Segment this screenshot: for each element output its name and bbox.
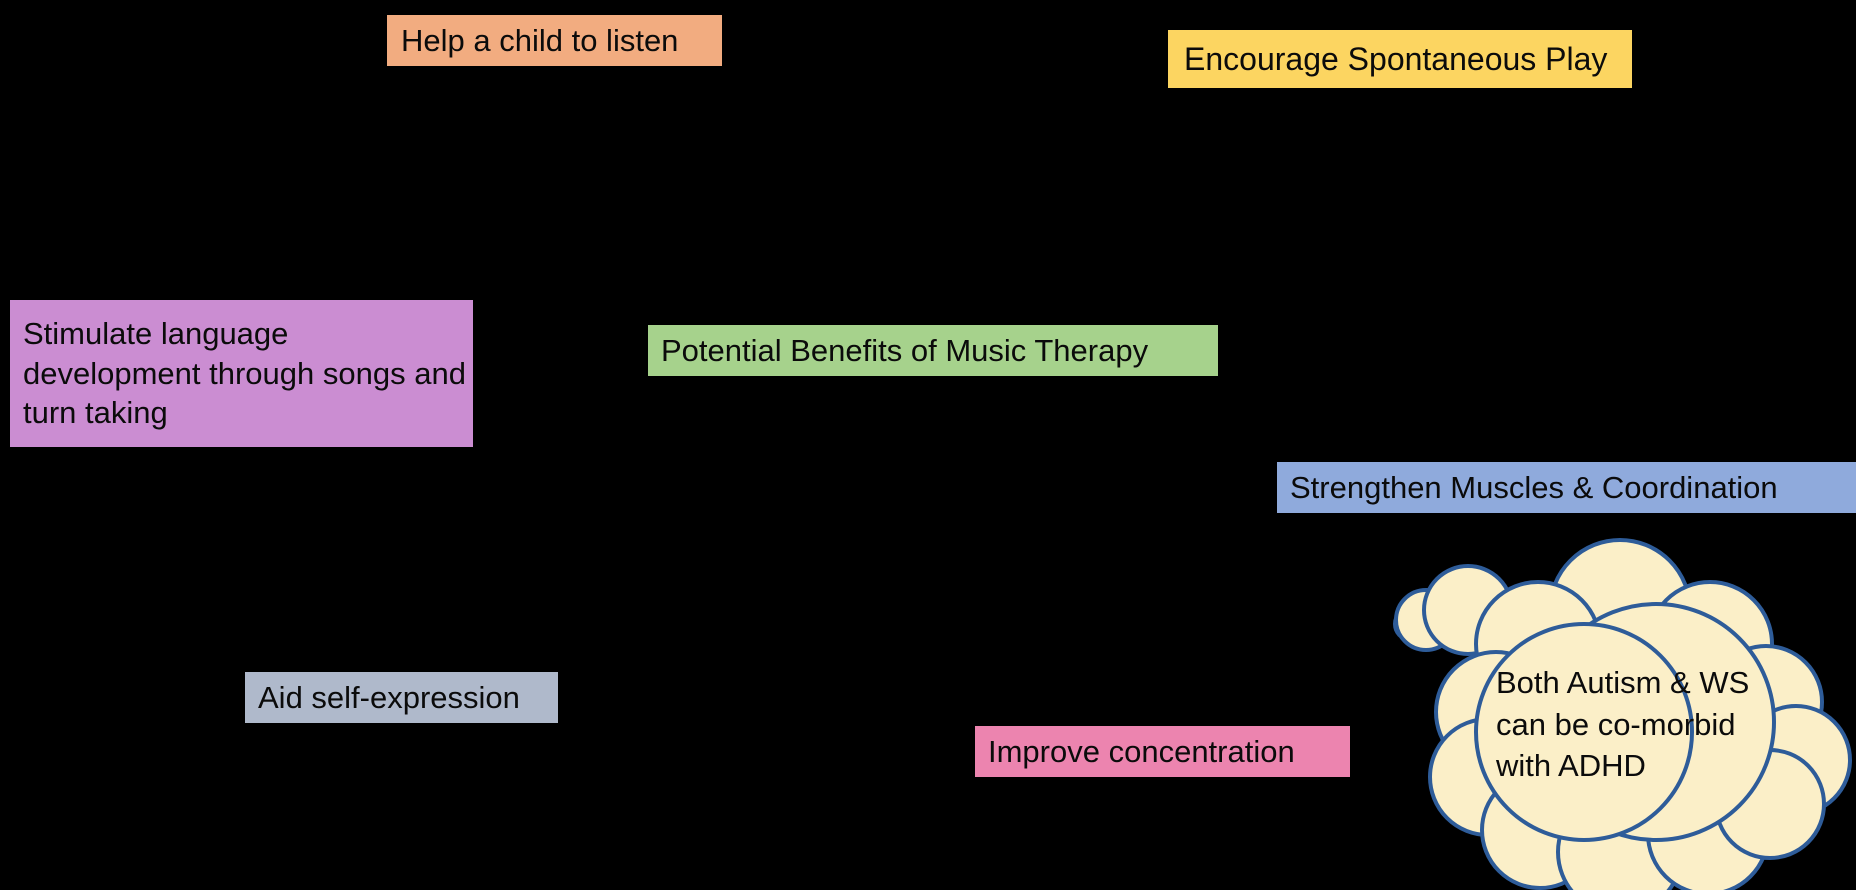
node-label: Stimulate language development through s… — [23, 315, 475, 431]
node-label: Aid self-expression — [258, 679, 520, 715]
node-label: Help a child to listen — [401, 22, 679, 58]
node-improve-concentration[interactable]: Improve concentration — [975, 726, 1350, 777]
node-stimulate-language-development[interactable]: Stimulate language development through s… — [10, 300, 473, 447]
node-label: Encourage Spontaneous Play — [1184, 40, 1608, 77]
thought-cloud-callout[interactable]: Both Autism & WS can be co-morbid with A… — [1388, 538, 1856, 890]
node-potential-benefits-of-music-therapy[interactable]: Potential Benefits of Music Therapy — [648, 325, 1218, 376]
node-aid-self-expression[interactable]: Aid self-expression — [245, 672, 558, 723]
node-encourage-spontaneous-play[interactable]: Encourage Spontaneous Play — [1168, 30, 1632, 88]
cloud-body — [1428, 538, 1852, 890]
node-strengthen-muscles-and-coordination[interactable]: Strengthen Muscles & Coordination — [1277, 462, 1856, 513]
node-label: Improve concentration — [988, 733, 1295, 769]
node-label: Potential Benefits of Music Therapy — [661, 332, 1149, 368]
cloud-label: Both Autism & WS can be co-morbid with A… — [1496, 665, 1758, 784]
node-label: Strengthen Muscles & Coordination — [1290, 469, 1778, 505]
node-help-a-child-to-listen[interactable]: Help a child to listen — [387, 15, 722, 66]
